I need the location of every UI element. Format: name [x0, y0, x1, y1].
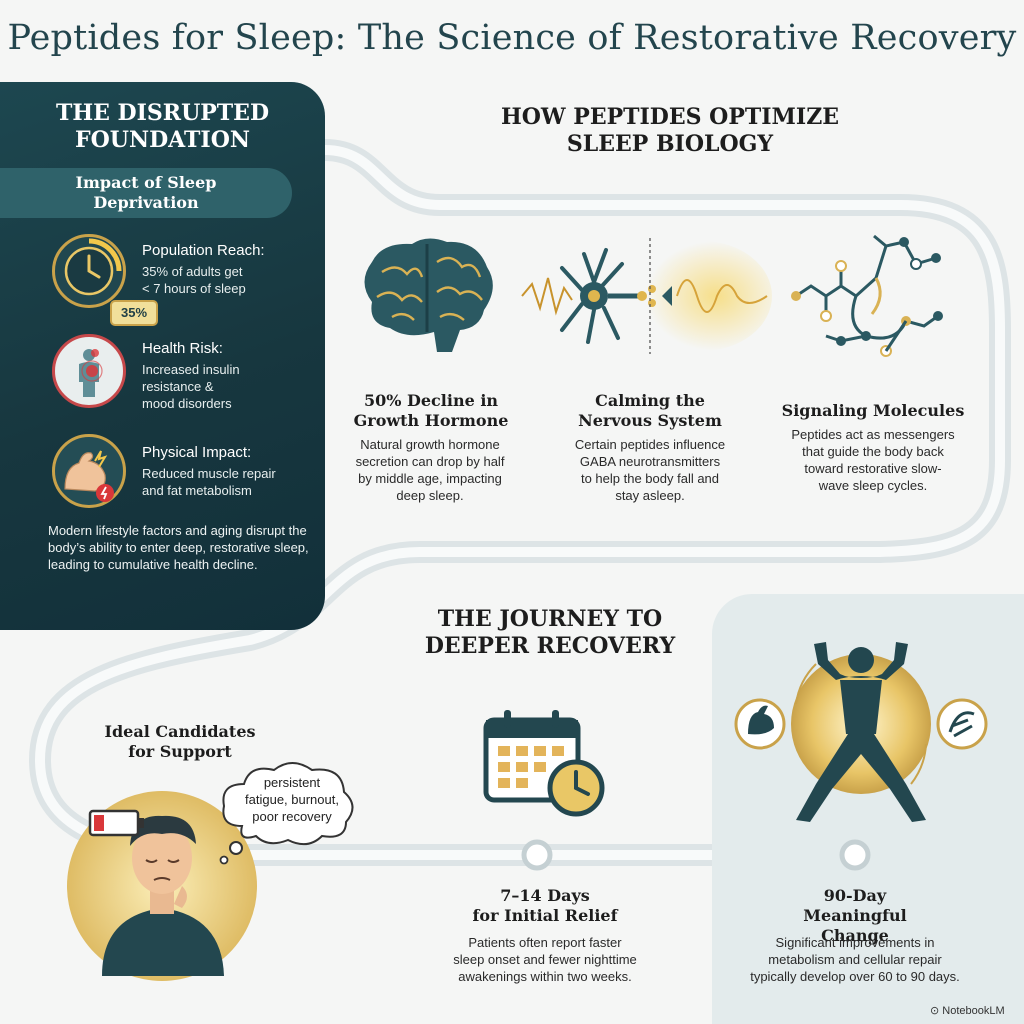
- brand-label: ⊙ NotebookLM: [930, 1005, 1005, 1017]
- initial-relief-title: 7–14 Days for Initial Relief: [472, 886, 618, 925]
- panel-subheading: Impact of Sleep Deprivation: [75, 173, 217, 212]
- population-reach-title: Population Reach:: [142, 242, 265, 259]
- meaningful-change-text: Significant improvements in metabolism a…: [750, 935, 960, 984]
- physical-impact-title: Physical Impact:: [142, 444, 252, 461]
- panel-heading: THE DISRUPTED FOUNDATION: [55, 100, 270, 153]
- tired-person-icon: [67, 791, 257, 981]
- candidates-heading: Ideal Candidates for Support: [104, 722, 256, 761]
- panel-description: Modern lifestyle factors and aging disru…: [48, 523, 309, 572]
- notebook-icon: ⊙: [930, 1005, 943, 1017]
- clock-icon: [52, 234, 126, 308]
- milestone-marker: [839, 839, 871, 871]
- thought-text: persistent fatigue, burnout, poor recove…: [245, 775, 339, 824]
- calendar-clock-icon: [483, 710, 605, 817]
- mechanisms-heading: HOW PEPTIDES OPTIMIZE SLEEP BIOLOGY: [500, 104, 840, 157]
- brain-icon: [364, 238, 493, 352]
- nervous-system-text: Certain peptides influence GABA neurotra…: [574, 437, 726, 503]
- health-risk-text: Increased insulin resistance & mood diso…: [142, 362, 240, 411]
- low-battery-icon: [88, 809, 144, 837]
- nervous-system-title: Calming the Nervous System: [578, 391, 722, 430]
- meaningful-change-title: 90-Day Meaningful Change: [803, 886, 907, 945]
- body-health-icon: [52, 334, 126, 408]
- initial-relief-text: Patients often report faster sleep onset…: [453, 935, 637, 984]
- neuron-icon: [521, 238, 772, 354]
- milestone-marker: [521, 839, 553, 871]
- journey-heading: THE JOURNEY TO DEEPER RECOVERY: [424, 606, 676, 659]
- molecule-icon: [791, 234, 943, 357]
- muscle-arm-icon: [52, 434, 126, 508]
- physical-impact-text: Reduced muscle repair and fat metabolism: [142, 466, 276, 498]
- growth-hormone-title: 50% Decline in Growth Hormone: [353, 391, 509, 430]
- signaling-molecules-title: Signaling Molecules: [781, 401, 965, 420]
- health-risk-title: Health Risk:: [142, 340, 223, 357]
- signaling-molecules-text: Peptides act as messengers that guide th…: [791, 427, 955, 493]
- thought-cloud-icon: [219, 762, 354, 865]
- strong-figure-icon: [734, 642, 988, 822]
- percent-badge: 35%: [110, 300, 158, 326]
- page-title: Peptides for Sleep: The Science of Resto…: [7, 18, 1017, 58]
- growth-hormone-text: Natural growth hormone secretion can dro…: [355, 437, 505, 503]
- subheading-band: [0, 168, 292, 218]
- disrupted-foundation-panel: THE DISRUPTED FOUNDATION Impact of Sleep…: [0, 82, 325, 630]
- population-reach-text: 35% of adults get < 7 hours of sleep: [142, 264, 246, 296]
